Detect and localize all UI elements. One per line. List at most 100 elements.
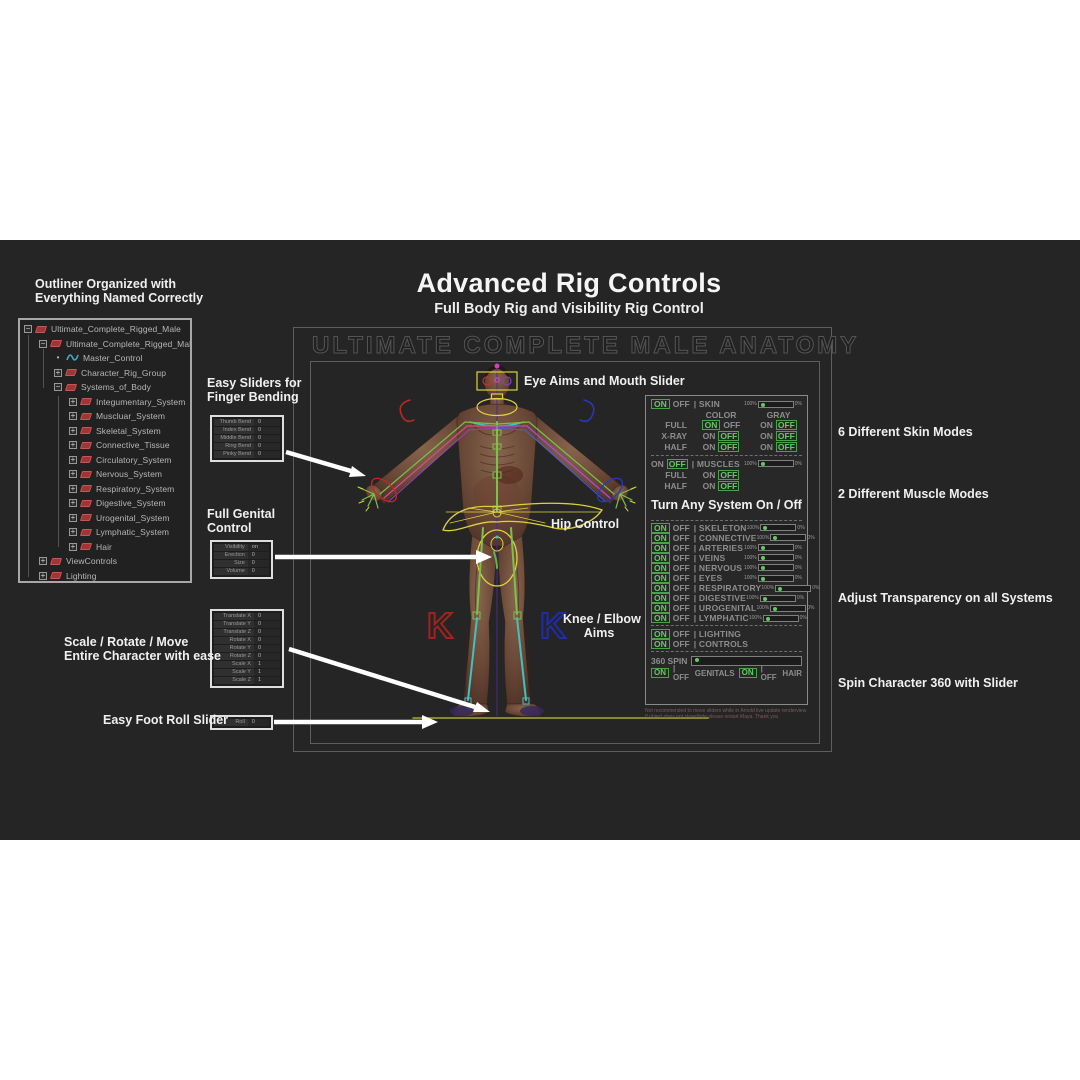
channel-value[interactable]: 0 [247,568,269,575]
channel-value[interactable]: 0 [247,552,269,559]
skin-transparency-slider[interactable] [757,400,794,408]
system-on-toggle[interactable]: ON [651,542,670,553]
outliner-item[interactable]: −Systems_of_Body [54,382,152,392]
xray-gray-off[interactable]: OFF [775,431,797,441]
channel-value[interactable]: 0 [253,427,280,434]
system-transparency-slider[interactable] [757,564,794,572]
outliner-item[interactable]: +Nervous_System [69,469,163,479]
system-off-toggle[interactable]: OFF [672,583,690,594]
muscle-half-on[interactable]: ON [702,481,716,491]
outliner-item-master-control[interactable]: •Master_Control [20,351,190,366]
outliner-item[interactable]: +Integumentary_System [69,396,186,407]
spin-360-slider[interactable] [691,655,802,666]
expand-toggle[interactable]: + [69,411,77,421]
half-gray-on[interactable]: ON [760,442,773,452]
foot-control-left[interactable] [450,706,474,716]
system-off-toggle[interactable]: OFF [672,603,690,614]
genitals-off-toggle[interactable]: | OFF [673,664,689,683]
right-arm-rig[interactable] [496,399,637,512]
muscle-half-off[interactable]: OFF [718,481,740,491]
channel-value[interactable]: 0 [253,419,280,426]
channel-value[interactable]: on [247,544,269,551]
expand-toggle[interactable]: + [69,396,77,406]
channel-value[interactable]: 0 [253,629,280,636]
system-off-toggle[interactable]: OFF [672,522,690,533]
outliner-item[interactable]: +Lighting [39,570,97,581]
system-off-toggle[interactable]: OFF [672,562,690,573]
system-transparency-slider[interactable] [770,534,807,542]
system-off-toggle[interactable]: OFF [672,532,690,543]
left-arm-rig[interactable] [357,399,498,512]
full-gray-on[interactable]: ON [760,420,773,430]
system-transparency-slider[interactable] [757,574,794,582]
spine-controls[interactable] [492,421,502,513]
neck-control[interactable] [476,397,518,417]
controls-on-toggle[interactable]: ON [651,639,670,650]
system-off-toggle[interactable]: OFF [672,613,690,624]
system-off-toggle[interactable]: OFF [672,552,690,563]
expand-toggle[interactable]: + [39,570,47,580]
channel-value[interactable]: 0 [253,451,280,458]
half-gray-off[interactable]: OFF [775,442,797,452]
hair-off-toggle[interactable]: | OFF [760,664,777,683]
half-color-off[interactable]: OFF [718,442,740,452]
system-transparency-slider[interactable] [762,614,799,622]
system-transparency-slider[interactable] [759,594,796,602]
system-off-toggle[interactable]: OFF [672,573,690,584]
skin-on-toggle[interactable]: ON [651,399,670,410]
outliner-item[interactable]: +Connective_Tissue [69,440,170,450]
half-color-on[interactable]: ON [702,442,716,452]
channel-value[interactable]: 0 [247,560,269,567]
foot-control-right[interactable] [520,706,544,716]
channel-value[interactable]: 0 [253,645,280,652]
muscle-full-on[interactable]: ON [702,470,716,480]
outliner-item[interactable]: −Ultimate_Complete_Rigged_Male [39,338,192,349]
skin-off-toggle[interactable]: OFF [672,399,690,410]
system-transparency-slider[interactable] [757,544,794,552]
expand-toggle[interactable]: + [69,469,77,479]
outliner-item[interactable]: +Lymphatic_System [69,527,170,537]
system-on-toggle[interactable]: ON [651,573,670,584]
knee-aim-right-control[interactable]: K [539,604,567,647]
channel-value[interactable]: 0 [253,435,280,442]
muscles-on-toggle[interactable]: ON [651,458,664,469]
system-on-toggle[interactable]: ON [651,522,670,533]
outliner-item[interactable]: +Skeletal_System [69,425,161,436]
outliner-item[interactable]: +Hair [69,541,112,552]
muscle-full-off[interactable]: OFF [718,470,740,480]
muscles-transparency-slider[interactable] [757,460,794,467]
system-on-toggle[interactable]: ON [651,593,670,604]
channel-value[interactable]: 0 [253,621,280,628]
outliner-item[interactable]: +Muscluar_System [69,411,166,421]
anatomy-figure-viewport[interactable]: K K [350,360,720,740]
xray-color-off[interactable]: OFF [718,431,740,441]
channel-value[interactable]: 0 [253,613,280,620]
expand-toggle[interactable]: + [69,527,77,537]
expand-toggle[interactable]: + [69,512,77,522]
knee-aim-left-control[interactable]: K [426,604,454,647]
outliner-item[interactable]: +Digestive_System [69,498,166,508]
channel-value[interactable]: 0 [253,443,280,450]
collapse-toggle[interactable]: − [54,382,62,392]
system-on-toggle[interactable]: ON [651,532,670,543]
system-on-toggle[interactable]: ON [651,552,670,563]
expand-toggle[interactable]: + [69,541,77,551]
channel-value[interactable]: 1 [253,661,280,668]
expand-toggle[interactable]: + [54,367,62,377]
outliner-item[interactable]: +Urogenital_System [69,512,170,523]
channel-value[interactable]: 0 [253,637,280,644]
hair-on-toggle[interactable]: ON [738,668,757,679]
full-gray-off[interactable]: OFF [775,420,797,430]
system-on-toggle[interactable]: ON [651,613,670,624]
system-on-toggle[interactable]: ON [651,603,670,614]
system-off-toggle[interactable]: OFF [672,542,690,553]
channel-value[interactable]: 1 [253,669,280,676]
controls-off-toggle[interactable]: OFF [672,639,690,650]
expand-toggle[interactable]: + [69,483,77,493]
outliner-item[interactable]: +Character_Rig_Group [54,367,167,378]
channel-value[interactable]: 0 [247,719,269,726]
system-transparency-slider[interactable] [775,584,812,592]
system-off-toggle[interactable]: OFF [672,593,690,604]
system-transparency-slider[interactable] [760,524,797,532]
outliner-item[interactable]: +ViewControls [39,556,118,566]
